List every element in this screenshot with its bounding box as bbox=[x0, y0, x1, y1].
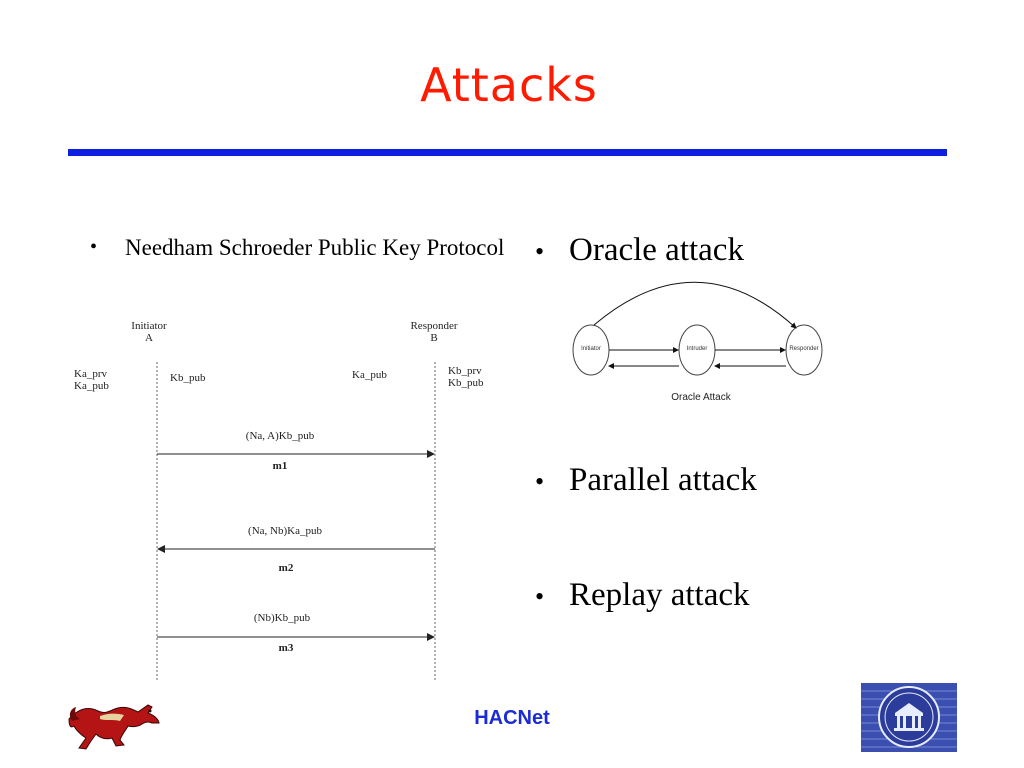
initiator-label: Initiator A bbox=[131, 320, 167, 344]
responder-keys: Kb_prv Kb_pub bbox=[448, 365, 484, 389]
footer-label: HACNet bbox=[474, 707, 550, 729]
initiator-to-responder-arc bbox=[593, 281, 797, 329]
message-m2-content: (Na, Nb)Ka_pub bbox=[248, 525, 322, 537]
initiator-node-label: Initiator bbox=[581, 346, 601, 352]
responder-knows: Ka_pub bbox=[352, 369, 387, 381]
sequence-diagram-lines bbox=[156, 362, 436, 682]
oracle-attack-diagram: Initiator Intruder Responder Oracle Atta… bbox=[568, 268, 828, 408]
university-seal-logo bbox=[861, 683, 957, 752]
needham-schroeder-sequence-diagram: Initiator A Responder B Ka_prv Ka_pub Kb… bbox=[62, 312, 502, 682]
initiator-keys: Ka_prv Ka_pub bbox=[74, 368, 109, 392]
right-bullet-oracle: • Oracle attack bbox=[535, 232, 744, 269]
oracle-diagram-shapes bbox=[572, 281, 823, 376]
mustang-logo bbox=[68, 704, 160, 750]
bullet-icon: • bbox=[535, 582, 545, 612]
responder-label: Responder B bbox=[410, 320, 458, 344]
bullet-icon: • bbox=[90, 236, 98, 258]
bullet-text-parallel: Parallel attack bbox=[569, 462, 757, 498]
title-divider bbox=[68, 149, 947, 156]
message-m3-name: m3 bbox=[278, 642, 294, 654]
slide-title: Attacks bbox=[420, 58, 598, 112]
left-bullet-text: Needham Schroeder Public Key Protocol bbox=[125, 235, 505, 260]
message-m2-name: m2 bbox=[278, 562, 294, 574]
bullet-icon: • bbox=[535, 467, 545, 497]
responder-node-label: Responder bbox=[789, 346, 819, 352]
right-bullet-parallel: • Parallel attack bbox=[535, 462, 757, 499]
message-m1-content: (Na, A)Kb_pub bbox=[245, 430, 315, 442]
bullet-text-replay: Replay attack bbox=[569, 577, 750, 613]
initiator-knows: Kb_pub bbox=[170, 372, 206, 384]
message-m3-content: (Nb)Kb_pub bbox=[253, 612, 311, 624]
responder-node bbox=[785, 324, 823, 376]
message-m1-name: m1 bbox=[272, 460, 288, 472]
right-bullet-replay: • Replay attack bbox=[535, 577, 750, 614]
oracle-diagram-caption: Oracle Attack bbox=[671, 392, 731, 403]
bullet-text-oracle: Oracle attack bbox=[569, 232, 744, 268]
intruder-node-label: Intruder bbox=[686, 346, 708, 352]
bullet-icon: • bbox=[535, 237, 545, 267]
